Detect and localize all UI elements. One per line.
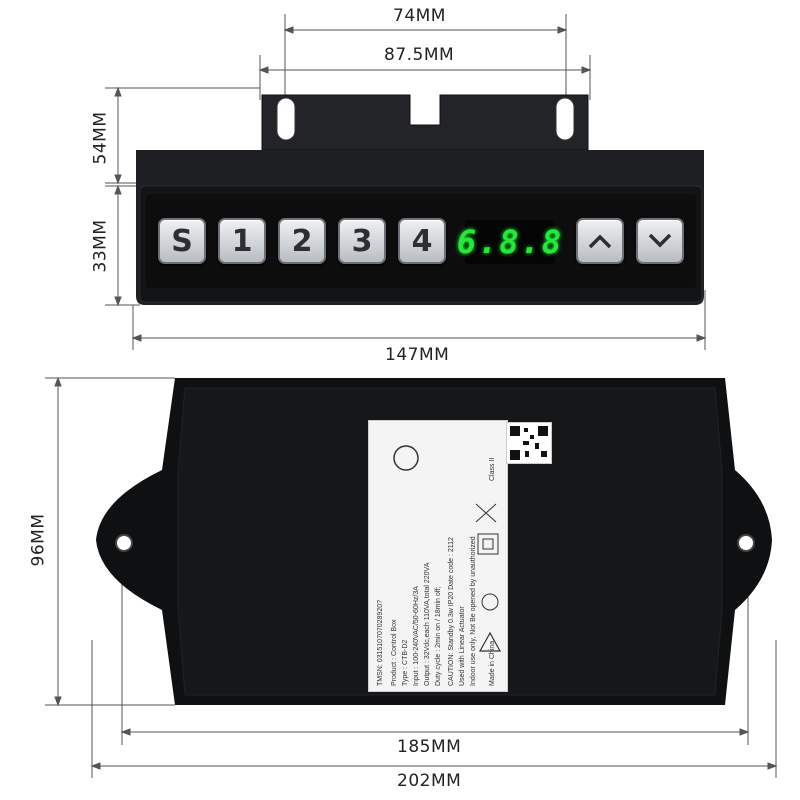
dim-87-5mm: 87.5MM: [384, 45, 455, 65]
warning-icon: [479, 631, 501, 652]
label-line-7: Used with Linear Actuator: [459, 606, 466, 686]
dim-202mm: 202MM: [397, 771, 462, 791]
up-button[interactable]: [576, 218, 624, 264]
label-tmsn: TMSN: 031510707028920?: [377, 599, 384, 686]
key-s-button[interactable]: S: [158, 218, 206, 264]
height-display: 6.8.8: [457, 220, 561, 264]
label-line-2: Type : CTB-D2: [402, 639, 409, 686]
dim-185mm: 185MM: [397, 737, 462, 757]
down-button[interactable]: [636, 218, 684, 264]
recycle-icon: [481, 593, 499, 611]
dim-147mm: 147MM: [385, 345, 450, 365]
dim-74mm: 74MM: [393, 6, 446, 26]
bin-icon: [475, 503, 497, 523]
label-line-8: Indoor use only, Not Be opened by unauth…: [470, 536, 477, 686]
label-line-1: Product : Control Box: [391, 619, 398, 686]
product-label: TMSN: 031510707028920? Product : Control…: [368, 420, 508, 692]
chevron-down-icon: [648, 233, 672, 248]
ul-ce-mark-icon: [393, 445, 419, 471]
key-1-button[interactable]: 1: [218, 218, 266, 264]
label-line-6: CAUTION: Standby 0.3w IP20 Date code : 2…: [448, 537, 455, 686]
label-line-4: Output : 32Vdc,each 110VA,total 220VA: [424, 562, 431, 686]
label-line-3: Input : 100-240VAC/50-60Hz/3A: [413, 586, 420, 686]
key-2-button[interactable]: 2: [278, 218, 326, 264]
label-class: Class II: [489, 457, 496, 481]
key-3-button[interactable]: 3: [338, 218, 386, 264]
qr-code-icon: [506, 422, 552, 464]
double-insulation-icon: [477, 533, 499, 555]
label-line-5: Duty cycle : 2min on / 18min off;: [435, 586, 442, 686]
key-4-button[interactable]: 4: [398, 218, 446, 264]
chevron-up-icon: [588, 234, 612, 249]
